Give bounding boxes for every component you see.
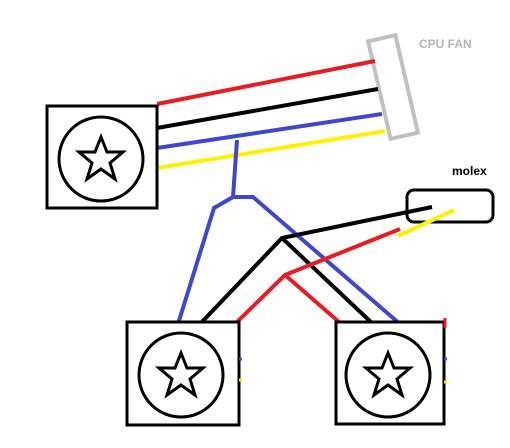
fan-1-frame xyxy=(45,104,159,210)
star-in-circle-icon xyxy=(154,348,208,399)
fan-3 xyxy=(334,318,447,426)
black-wire-branch-right xyxy=(280,236,375,326)
blue-wire-split xyxy=(176,139,239,325)
cpu-fan-wire-harness xyxy=(156,59,386,170)
fan-2 xyxy=(125,320,242,427)
cpu-fan-label: CPU FAN xyxy=(419,37,472,51)
fan-2-circle xyxy=(137,331,225,419)
molex-label: molex xyxy=(452,164,487,178)
fan-1-circle xyxy=(57,115,145,203)
fan-2-frame xyxy=(125,320,241,427)
fan-3-frame xyxy=(334,320,446,426)
red-wire-to-cpu xyxy=(156,59,376,106)
fan-3-circle xyxy=(344,331,432,419)
blue-wire-branch-right xyxy=(233,195,402,326)
star-in-circle-icon xyxy=(74,132,128,183)
red-wire-branch-right xyxy=(283,273,341,324)
molex-connector xyxy=(405,188,495,224)
yellow-wire-to-cpu xyxy=(156,129,386,170)
fan-1 xyxy=(45,104,159,210)
star-in-circle-icon xyxy=(361,348,415,399)
yellow-molex-lead xyxy=(397,208,455,238)
blue-wire-to-cpu xyxy=(156,112,383,150)
black-wire-to-cpu xyxy=(156,87,379,130)
cpu-fan-connector xyxy=(365,32,421,142)
